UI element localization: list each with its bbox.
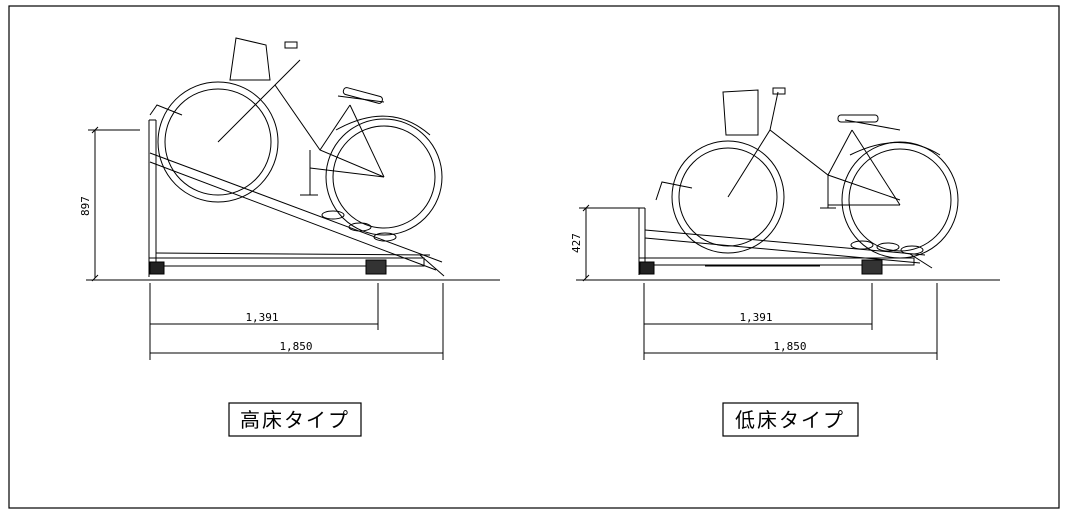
- bicycle: [157, 37, 443, 236]
- height-dimension: [579, 204, 645, 282]
- inner-width-dimension: [149, 283, 379, 360]
- rack-frame: [148, 104, 445, 277]
- height-dimension: [88, 126, 140, 282]
- low-floor-diagram: [576, 87, 1000, 360]
- type-label-box-right: [722, 402, 859, 437]
- height-dim-label-left: 897: [79, 196, 92, 216]
- bicycle: [671, 87, 959, 259]
- high-floor-diagram: [86, 37, 500, 360]
- height-dim-label-right: 427: [570, 233, 583, 253]
- outer-width-label-right: 1,850: [773, 340, 806, 353]
- type-label-right: 低床タイプ: [735, 408, 845, 432]
- outer-width-dimension: [150, 283, 444, 360]
- rack-frame: [638, 181, 933, 275]
- type-label-box-left: [228, 402, 362, 437]
- inner-width-label-left: 1,391: [245, 311, 278, 324]
- type-label-left: 高床タイプ: [240, 408, 350, 432]
- outer-width-label-left: 1,850: [279, 340, 312, 353]
- outer-width-dimension: [644, 283, 938, 360]
- inner-width-dimension: [643, 283, 873, 360]
- drawing-border: [8, 5, 1060, 509]
- inner-width-label-right: 1,391: [739, 311, 772, 324]
